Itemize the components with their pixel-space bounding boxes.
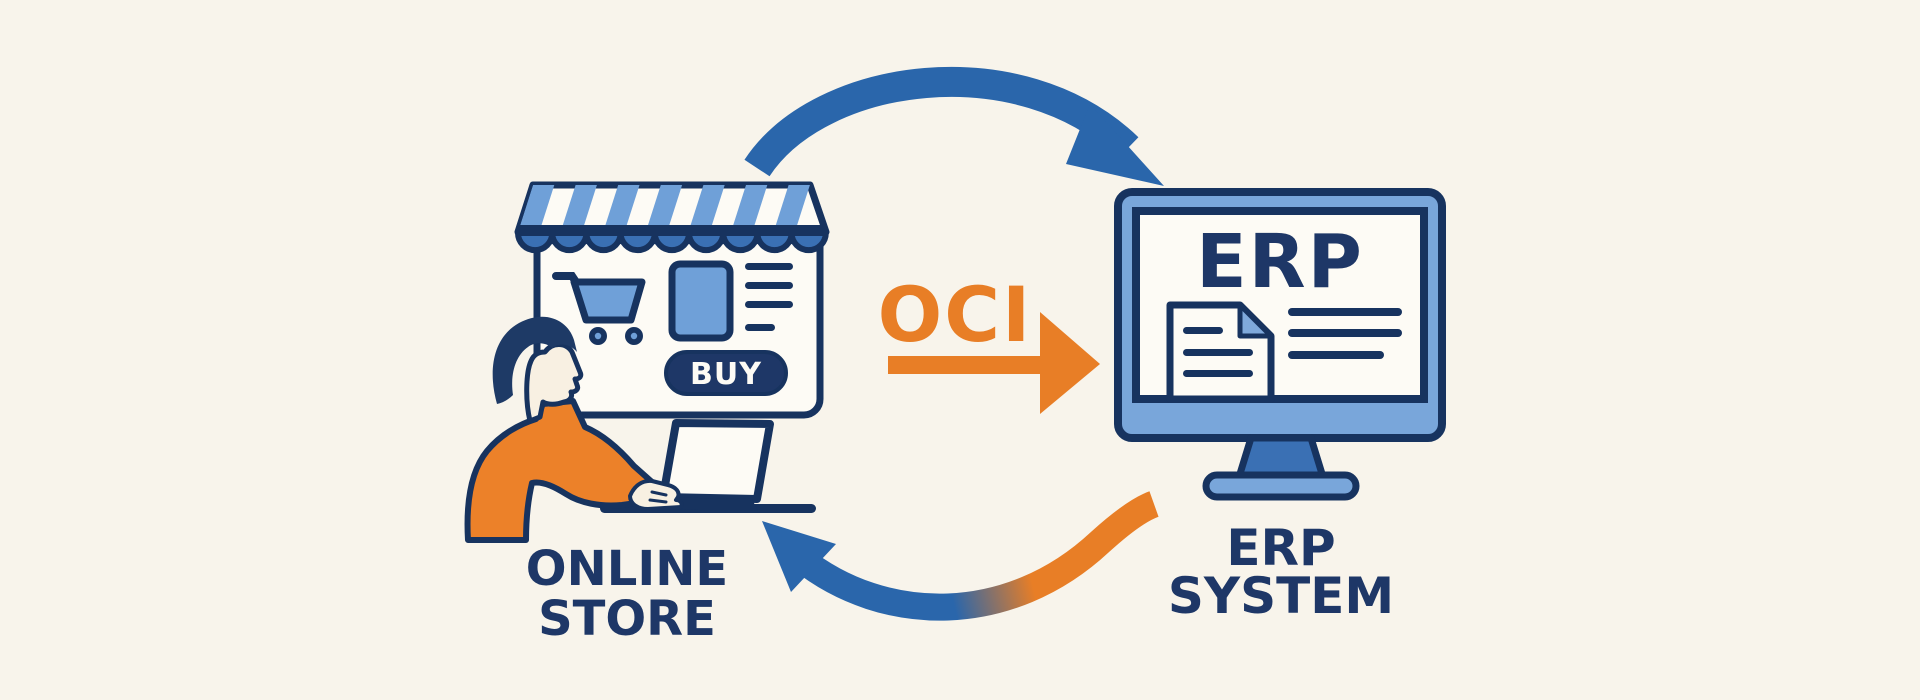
arc-arrow-bottom-head xyxy=(762,521,836,592)
document-icon xyxy=(1166,301,1275,403)
storefront-awning-icon xyxy=(514,181,830,254)
oci-connection: OCI xyxy=(878,270,1100,414)
laptop-screen xyxy=(659,419,774,503)
online-store-icon: BUY xyxy=(514,181,830,419)
erp-system-caption-line1: ERP xyxy=(1226,519,1335,577)
person-hand xyxy=(628,478,684,511)
awning-stripes xyxy=(518,185,810,232)
screen-text-lines xyxy=(1288,308,1402,359)
awning-scallops xyxy=(514,230,829,254)
monitor-stand xyxy=(1235,434,1327,481)
online-store-caption: ONLINE STORE xyxy=(526,541,728,647)
oci-arrow-icon xyxy=(888,312,1100,414)
online-store-caption-line1: ONLINE xyxy=(526,541,728,597)
buy-button-icon: BUY xyxy=(664,350,788,396)
arc-arrow-top-band xyxy=(744,66,1139,177)
arc-arrow-bottom-band xyxy=(791,491,1160,621)
monitor-icon: ERP xyxy=(1114,188,1446,501)
shopping-cart-icon xyxy=(552,272,646,345)
product-text-lines xyxy=(745,263,793,331)
arc-arrow-bottom-icon xyxy=(762,491,1160,621)
person-fingers xyxy=(648,490,668,504)
online-store-caption-line2: STORE xyxy=(538,591,716,647)
arc-arrow-top-head xyxy=(1066,104,1164,186)
arc-arrow-top-icon xyxy=(744,66,1164,186)
erp-system-caption-line2: SYSTEM xyxy=(1168,567,1394,625)
product-thumbnail-icon xyxy=(668,260,734,342)
buy-button-label: BUY xyxy=(690,357,762,392)
erp-system-caption: ERP SYSTEM xyxy=(1168,519,1394,625)
erp-screen-label: ERP xyxy=(1196,219,1364,305)
oci-label: OCI xyxy=(878,270,1033,359)
person-hair xyxy=(492,316,577,404)
monitor-base xyxy=(1202,471,1360,501)
person-at-laptop-icon xyxy=(464,316,684,543)
person-face xyxy=(524,342,584,424)
